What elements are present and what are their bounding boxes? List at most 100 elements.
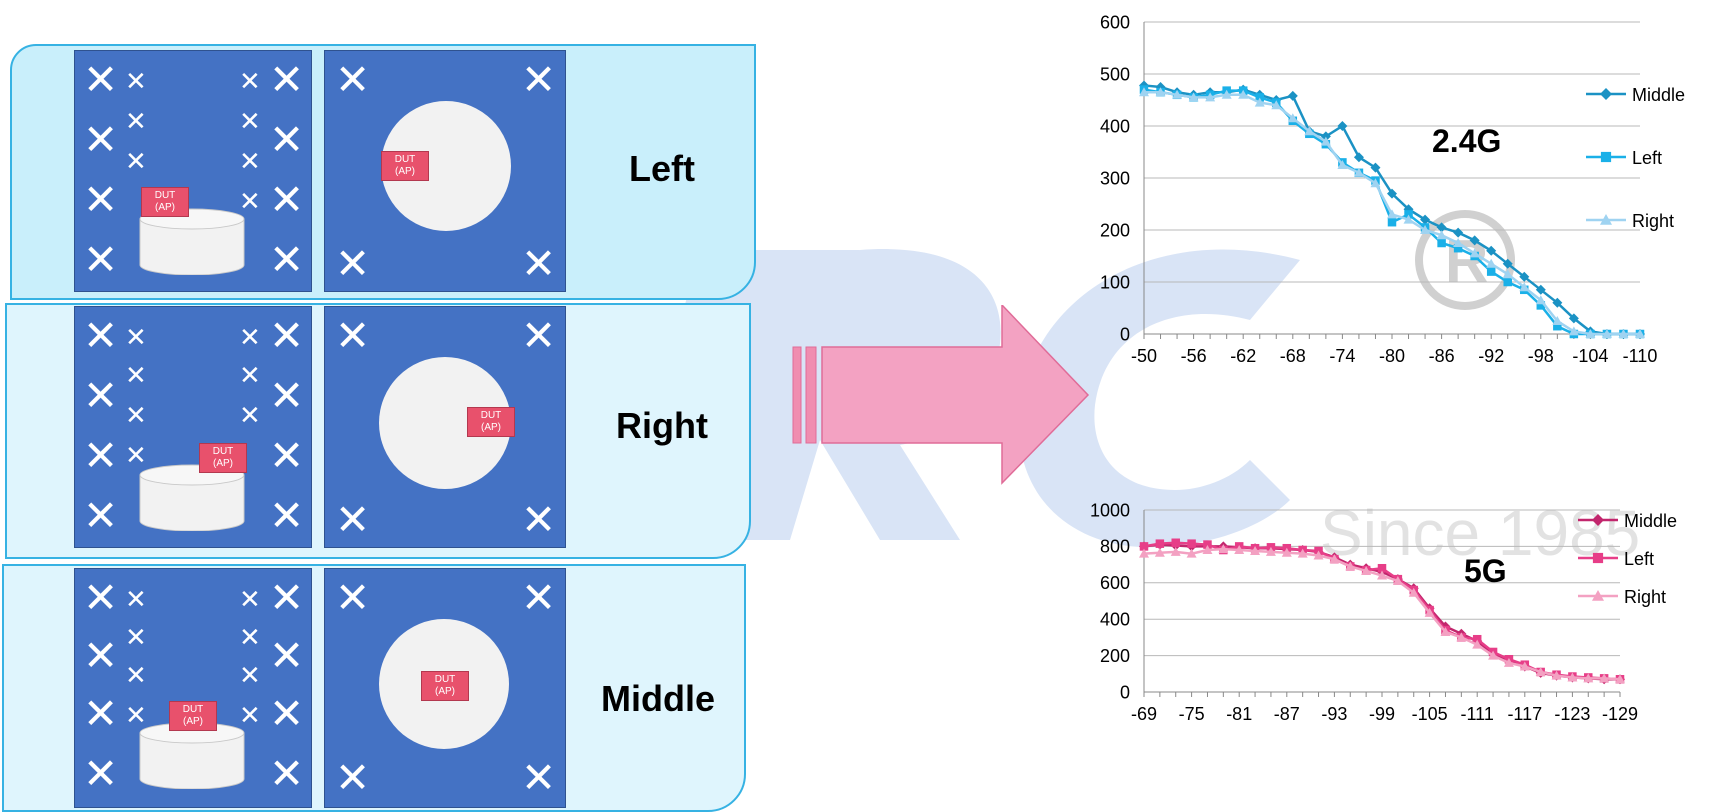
x-tick-label: -93 bbox=[1321, 704, 1347, 724]
data-point bbox=[1139, 548, 1149, 558]
data-point bbox=[1503, 657, 1514, 667]
x-marker-icon: ✕ bbox=[83, 431, 119, 480]
table-cylinder bbox=[139, 722, 245, 789]
x-marker-icon: ✕ bbox=[335, 495, 371, 544]
data-point bbox=[1155, 87, 1166, 97]
x-tick-label: -87 bbox=[1274, 704, 1300, 724]
data-point bbox=[1551, 670, 1562, 680]
x-marker-icon: ✕ bbox=[269, 631, 305, 680]
data-point bbox=[1618, 329, 1629, 338]
x-tick-label: -98 bbox=[1528, 346, 1554, 366]
table-cylinder bbox=[139, 464, 245, 531]
x-tick-label: -50 bbox=[1131, 346, 1157, 366]
data-point bbox=[1535, 666, 1546, 676]
legend-label: Left bbox=[1632, 148, 1662, 168]
chart-5g: 02004006008001000-69-75-81-87-93-99-105-… bbox=[1090, 500, 1677, 724]
data-point bbox=[1170, 546, 1181, 556]
data-point bbox=[1519, 271, 1530, 282]
data-point bbox=[1387, 188, 1397, 199]
x-marker-icon: ✕ bbox=[269, 235, 305, 284]
data-point bbox=[1472, 634, 1482, 644]
data-point bbox=[1453, 238, 1464, 247]
data-point bbox=[1599, 673, 1610, 683]
data-point bbox=[1387, 209, 1397, 219]
data-point bbox=[1202, 545, 1213, 555]
data-point bbox=[1155, 539, 1165, 548]
x-marker-icon: ✕ bbox=[239, 323, 261, 353]
data-point bbox=[1218, 544, 1229, 554]
y-tick-label: 600 bbox=[1100, 573, 1130, 593]
dut-label: DUT(AP) bbox=[141, 187, 189, 217]
legend-label: Middle bbox=[1632, 85, 1685, 105]
x-tick-label: -129 bbox=[1602, 704, 1638, 724]
x-tick-label: -110 bbox=[1623, 346, 1658, 366]
x-marker-icon: ✕ bbox=[83, 491, 119, 540]
data-point bbox=[1535, 284, 1546, 295]
y-tick-label: 200 bbox=[1100, 220, 1130, 240]
x-marker-icon: ✕ bbox=[335, 55, 371, 104]
data-point bbox=[1287, 90, 1298, 101]
data-point bbox=[1408, 587, 1419, 597]
panel-title: Middle bbox=[601, 678, 715, 719]
x-marker-icon: ✕ bbox=[239, 107, 261, 137]
data-point bbox=[1186, 548, 1197, 558]
x-tick-label: -86 bbox=[1429, 346, 1455, 366]
data-point bbox=[1519, 282, 1530, 292]
series-line-left bbox=[1143, 541, 1621, 681]
x-tick-label: -81 bbox=[1226, 704, 1252, 724]
y-tick-label: 0 bbox=[1120, 682, 1130, 702]
legend-marker bbox=[1592, 552, 1604, 564]
data-point bbox=[1635, 329, 1645, 338]
x-tick-label: -80 bbox=[1379, 346, 1405, 366]
dut-label: DUT(AP) bbox=[169, 701, 217, 731]
data-point bbox=[1265, 546, 1276, 556]
x-marker-icon: ✕ bbox=[521, 311, 557, 360]
table-cylinder bbox=[139, 208, 245, 275]
dut-label: DUT(AP) bbox=[467, 407, 515, 437]
legend-marker bbox=[1600, 88, 1612, 100]
x-marker-icon: ✕ bbox=[125, 67, 147, 97]
data-point bbox=[1271, 100, 1282, 110]
x-marker-icon: ✕ bbox=[83, 175, 119, 224]
x-marker-icon: ✕ bbox=[239, 67, 261, 97]
x-tick-label: -117 bbox=[1507, 704, 1542, 724]
data-point bbox=[1361, 565, 1372, 575]
arrow-right-icon bbox=[792, 305, 1090, 485]
legend-label: Right bbox=[1632, 211, 1674, 231]
data-point bbox=[1420, 214, 1431, 225]
x-marker-icon: ✕ bbox=[269, 371, 305, 420]
x-marker-icon: ✕ bbox=[269, 573, 305, 622]
data-point bbox=[1453, 227, 1464, 238]
x-marker-icon: ✕ bbox=[521, 239, 557, 288]
x-marker-icon: ✕ bbox=[239, 147, 261, 177]
data-point bbox=[1469, 248, 1480, 258]
y-tick-label: 1000 bbox=[1090, 500, 1130, 520]
data-point bbox=[1353, 167, 1364, 177]
dut-label: DUT(AP) bbox=[199, 443, 247, 473]
data-point bbox=[1436, 222, 1447, 233]
data-point bbox=[1568, 326, 1579, 336]
x-tick-label: -111 bbox=[1461, 704, 1494, 724]
x-tick-label: -105 bbox=[1412, 704, 1448, 724]
data-point bbox=[1304, 126, 1315, 136]
x-marker-icon: ✕ bbox=[335, 753, 371, 802]
data-point bbox=[1255, 93, 1264, 102]
x-marker-icon: ✕ bbox=[83, 235, 119, 284]
data-point bbox=[1552, 297, 1563, 308]
x-tick-label: -75 bbox=[1179, 704, 1205, 724]
data-point bbox=[1187, 539, 1196, 548]
data-point bbox=[1377, 570, 1387, 580]
data-point bbox=[1154, 547, 1165, 557]
data-point bbox=[1567, 672, 1578, 682]
x-tick-label: -69 bbox=[1131, 704, 1157, 724]
x-marker-icon: ✕ bbox=[125, 701, 147, 731]
data-point bbox=[1472, 639, 1483, 649]
data-point bbox=[1234, 545, 1245, 555]
x-marker-icon: ✕ bbox=[239, 701, 261, 731]
x-marker-icon: ✕ bbox=[269, 491, 305, 540]
legend-marker bbox=[1592, 590, 1604, 601]
x-marker-icon: ✕ bbox=[269, 115, 305, 164]
dut-label: DUT(AP) bbox=[421, 671, 469, 701]
data-point bbox=[1553, 321, 1562, 331]
y-tick-label: 0 bbox=[1120, 324, 1130, 344]
